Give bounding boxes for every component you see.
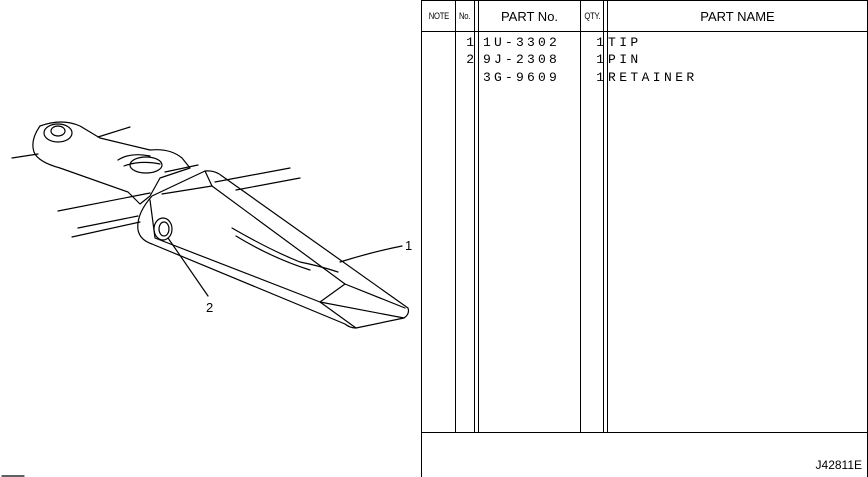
- pin-head-inner: [158, 221, 170, 237]
- quantity: 1: [596, 70, 604, 85]
- table-row: 1 1U-3302 1 TIP: [421, 34, 868, 51]
- pin-head: [153, 217, 173, 241]
- part-name: TIP: [608, 35, 642, 50]
- item-number: 1: [466, 35, 474, 50]
- tip-point-face: [319, 283, 405, 319]
- part-name: RETAINER: [608, 70, 698, 85]
- tip-side-ridge: [161, 185, 213, 195]
- bucket-edge-line: [77, 215, 139, 229]
- parts-table: NOTE No. PART No. QTY. PART NAME 1 1U-33…: [421, 0, 868, 477]
- bucket-edge-line: [235, 177, 301, 191]
- adapter-retainer-boss: [129, 156, 163, 174]
- number-column-header: No.: [459, 11, 471, 21]
- tip-groove: [231, 227, 339, 273]
- adapter-outline: [32, 121, 191, 205]
- bucket-edge-line: [57, 192, 151, 212]
- part-name-column-header: PART NAME: [700, 8, 775, 24]
- bucket-edge-line: [71, 221, 141, 238]
- item-number: [457, 69, 474, 86]
- callout-leader-1: [339, 245, 403, 263]
- tip-outline: [137, 170, 410, 329]
- part-number: 1U-3302: [483, 35, 561, 50]
- table-row: 3G-9609 1 RETAINER: [421, 69, 868, 86]
- quantity: 1: [596, 35, 604, 50]
- callout-1: 1: [405, 238, 412, 253]
- table-row: 2 9J-2308 1 PIN: [421, 51, 868, 68]
- item-number: 2: [466, 52, 474, 67]
- bucket-edge-line: [97, 126, 131, 138]
- tip-top-ridge: [204, 170, 406, 309]
- quantity-column-header: QTY.: [584, 11, 600, 21]
- adapter-pin-boss: [43, 123, 73, 143]
- bucket-edge-line: [164, 164, 199, 173]
- quantity: 1: [596, 52, 604, 67]
- bucket-tip-illustration: 1 2: [1, 121, 412, 477]
- adapter-pin-boss-inner: [50, 125, 66, 137]
- part-number: 3G-9609: [483, 70, 561, 85]
- part-name: PIN: [608, 52, 642, 67]
- bucket-edge-line: [11, 153, 39, 159]
- callout-2: 2: [206, 300, 213, 315]
- part-number: 9J-2308: [483, 52, 561, 67]
- bucket-edge-line: [214, 167, 291, 183]
- drawing-number: J42811E: [815, 458, 862, 472]
- part-number-column-header: PART No.: [500, 8, 559, 24]
- callout-leader-2: [167, 237, 209, 297]
- note-column-header: NOTE: [428, 11, 449, 21]
- tip-lower-edge: [149, 199, 357, 329]
- adapter-detail: [117, 154, 161, 167]
